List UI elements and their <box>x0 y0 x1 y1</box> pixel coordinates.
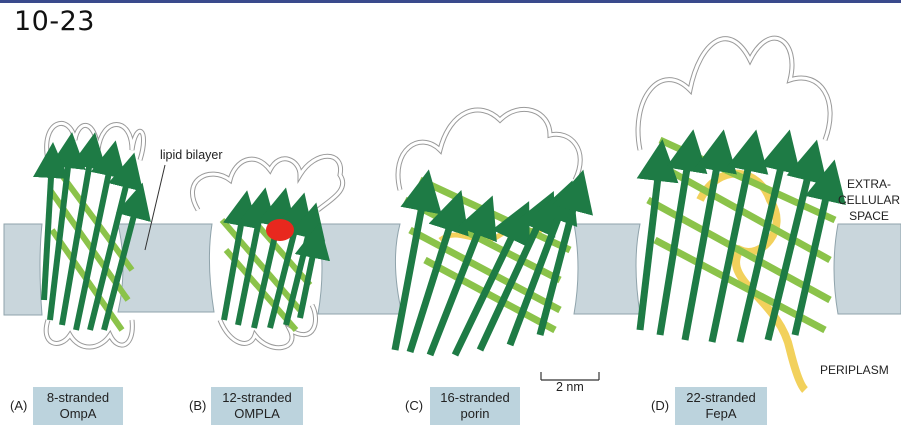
membrane-segment-3 <box>317 223 403 315</box>
ompla-loops <box>190 153 345 212</box>
figure-number: 10-23 <box>14 6 95 37</box>
panel-a-letter: (A) <box>10 398 28 413</box>
ompa-barrel <box>33 121 151 350</box>
membrane-segment-1 <box>3 223 43 316</box>
membrane-segment-4 <box>573 223 641 315</box>
lipid-bound-dot <box>266 219 294 241</box>
panel-b-line2: OMPLA <box>234 406 280 421</box>
fepa-barrel <box>635 35 846 393</box>
extracellular-line-1: EXTRA- <box>846 177 891 191</box>
periplasm-label: PERIPLASM <box>820 363 889 377</box>
lipid-bilayer-leader <box>144 164 166 251</box>
membrane-segment-5 <box>833 223 901 315</box>
panel-c-letter: (C) <box>405 398 424 413</box>
porin-front-strands <box>391 169 593 357</box>
ompa-loops <box>44 121 146 161</box>
panel-a-line2: OmpA <box>59 406 97 421</box>
scale-bar <box>540 372 600 381</box>
lipid-bilayer-label: lipid bilayer <box>160 148 223 162</box>
porin-loops <box>395 106 583 191</box>
panel-a-caption: 8-stranded OmpA <box>33 387 123 425</box>
panel-d-letter: (D) <box>651 398 670 413</box>
fepa-front-strands <box>636 129 846 343</box>
panel-a-line1: 8-stranded <box>46 390 110 405</box>
panel-d-caption: 22-stranded FepA <box>675 387 767 425</box>
panel-c-line2: porin <box>460 406 490 421</box>
ompla-barrel <box>190 153 345 351</box>
porin-barrel <box>391 106 593 357</box>
top-accent-bar <box>0 0 901 3</box>
panel-b-caption: 12-stranded OMPLA <box>211 387 303 425</box>
extracellular-space-label: EXTRA- CELLULAR SPACE <box>838 176 900 224</box>
ompa-front-strands <box>33 132 151 331</box>
panel-d-line1: 22-stranded <box>686 390 756 405</box>
panel-c-line1: 16-stranded <box>440 390 510 405</box>
fepa-loops <box>635 35 833 151</box>
extracellular-line-3: SPACE <box>849 209 889 223</box>
panel-b-letter: (B) <box>189 398 207 413</box>
panel-c-caption: 16-stranded porin <box>430 387 520 425</box>
panel-d-line2: FepA <box>705 406 737 421</box>
scale-bar-label: 2 nm <box>556 380 584 394</box>
panel-b-line1: 12-stranded <box>222 390 292 405</box>
extracellular-line-2: CELLULAR <box>838 193 901 207</box>
